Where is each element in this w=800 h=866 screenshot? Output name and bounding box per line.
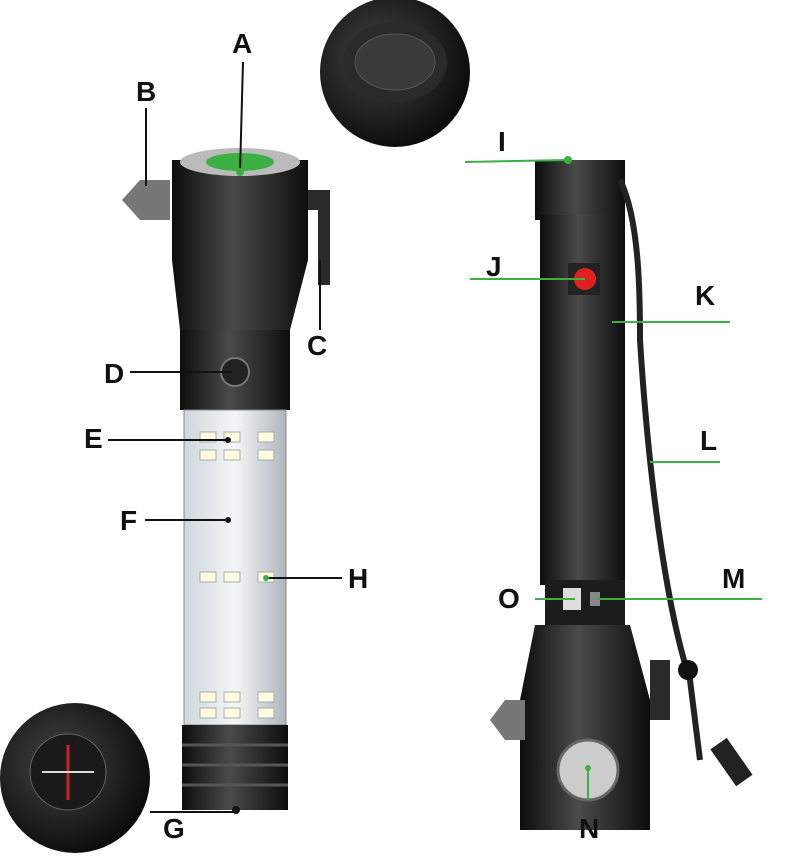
head-closeup-inset — [320, 0, 470, 147]
compass-closeup-inset — [0, 703, 150, 853]
label-h: H — [348, 563, 369, 594]
left-flashlight — [122, 148, 330, 810]
right-flashlight — [490, 160, 753, 830]
lanyard — [617, 178, 703, 761]
label-c: C — [307, 330, 328, 361]
label-m: M — [722, 563, 746, 594]
label-i: I — [498, 126, 506, 157]
leader-lines — [108, 61, 762, 814]
micro-usb-port — [590, 592, 600, 606]
label-j: J — [486, 251, 502, 282]
label-f: F — [120, 505, 138, 536]
glass-breaker-hammer — [122, 180, 170, 220]
label-o: O — [498, 583, 520, 614]
label-n: N — [579, 813, 600, 844]
belt-cutter — [300, 190, 330, 285]
label-b: B — [136, 76, 157, 107]
label-a: A — [232, 28, 253, 59]
label-g: G — [163, 813, 185, 844]
label-k: K — [695, 280, 716, 311]
label-l: L — [700, 425, 718, 456]
label-e: E — [84, 423, 103, 454]
label-d: D — [104, 358, 125, 389]
